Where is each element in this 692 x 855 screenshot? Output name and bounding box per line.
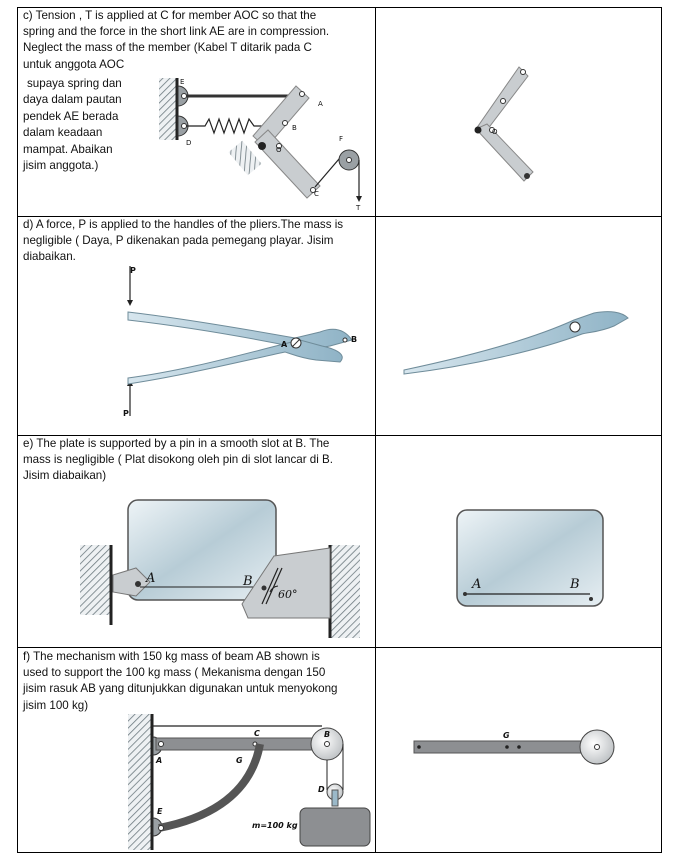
svg-text:F: F (339, 135, 343, 143)
svg-text:B: B (242, 574, 253, 589)
svg-text:A: A (145, 571, 155, 586)
problem-c-text: c) Tension , T is applied at C for membe… (23, 9, 330, 71)
svg-text:60°: 60° (278, 588, 298, 601)
plier-lower (127, 339, 343, 385)
svg-text:G: G (503, 731, 510, 740)
svg-text:B: B (351, 335, 357, 344)
wall-hatch (159, 78, 176, 140)
plate (127, 499, 277, 601)
problem-f-text: f) The mechanism with 150 kg mass of bea… (23, 650, 338, 712)
spring (186, 117, 282, 135)
svg-text:D: D (318, 785, 325, 794)
curved-link-ce (158, 743, 264, 832)
problem-c-side-text: supaya spring dan daya dalam pautan pend… (23, 77, 122, 173)
svg-text:C: C (314, 190, 319, 198)
svg-text:A: A (318, 100, 323, 108)
svg-text:G: G (236, 756, 243, 765)
svg-text:E: E (180, 78, 184, 86)
svg-text:P: P (123, 409, 129, 418)
row-divider-c-d (17, 216, 662, 217)
row-divider-e-f (17, 647, 662, 648)
mass-block (299, 807, 371, 847)
problem-e-text: e) The plate is supported by a pin in a … (23, 437, 333, 483)
problem-table (17, 7, 662, 853)
member-oc (254, 129, 321, 199)
svg-text:E: E (157, 807, 163, 816)
svg-text:B: B (569, 577, 580, 592)
svg-text:T: T (355, 204, 361, 212)
svg-text:A: A (155, 756, 162, 765)
problem-d-text: d) A force, P is applied to the handles … (23, 218, 344, 264)
svg-text:C: C (254, 729, 260, 738)
svg-text:O: O (492, 128, 498, 136)
svg-text:B: B (292, 124, 297, 132)
svg-text:m=100 kg: m=100 kg (252, 821, 298, 830)
svg-text:D: D (186, 139, 191, 147)
svg-text:A: A (281, 340, 288, 349)
svg-text:O: O (276, 146, 282, 154)
column-divider (375, 7, 376, 853)
row-divider-d-e (17, 435, 662, 436)
svg-text:B: B (324, 730, 330, 739)
svg-text:A: A (471, 577, 481, 592)
svg-text:P: P (130, 266, 136, 275)
